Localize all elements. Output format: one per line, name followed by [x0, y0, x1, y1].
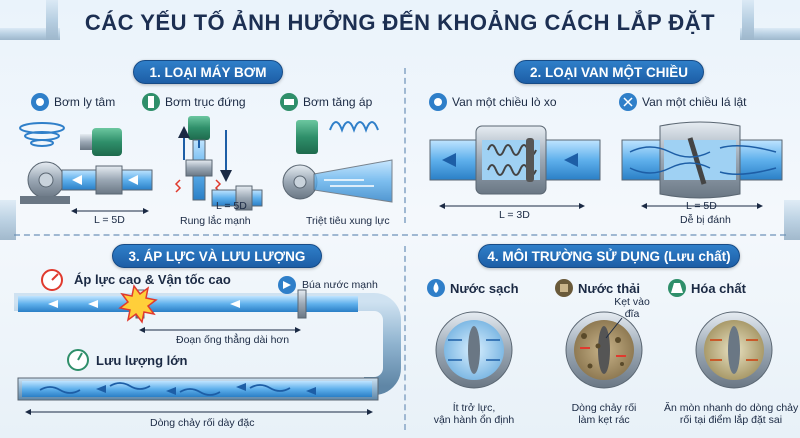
pump-label-vertical: Bơm trục đứng [165, 95, 246, 109]
caption-line: vận hành ổn định [433, 414, 515, 426]
caption-line: làm kẹt rác [578, 414, 630, 426]
caption-line: Ít trở lực, [452, 402, 496, 414]
fluid-label-chemical: Hóa chất [691, 281, 746, 296]
caption-clean: Ít trở lực, vận hành ổn định [428, 402, 520, 426]
dimension-label: L = 5D [94, 214, 125, 226]
note-label: Rung lắc mạnh [180, 215, 251, 227]
callout-stuck: Kẹt vào đĩa [612, 296, 652, 320]
caption-sewage: Dòng chảy rối làm kẹt rác [560, 402, 648, 426]
straight-pipe-label: Đoạn ống thẳng dài hơn [176, 334, 290, 346]
water-hammer-label: Búa nước mạnh [302, 279, 378, 291]
pump-label-centrifugal: Bơm ly tâm [54, 95, 116, 109]
caption-line: rối tại điểm lắp đặt sai [679, 414, 783, 426]
section-header-valve: 2. LOẠI VAN MỘT CHIỀU [514, 60, 704, 84]
callout-line: Kẹt vào [614, 296, 650, 308]
dimension-label: L = 5D [686, 200, 717, 212]
callout-line: đĩa [624, 308, 640, 320]
divider [404, 246, 406, 430]
valve-label-spring: Van một chiều lò xo [452, 95, 557, 109]
fluid-label-sewage: Nước thải [578, 281, 640, 296]
divider [404, 68, 406, 223]
pump-label-booster: Bơm tăng áp [303, 95, 373, 109]
caption-chemical: Ăn mòn nhanh do dòng chảy rối tại điểm l… [664, 402, 798, 426]
section-header-pump: 1. LOẠI MÁY BƠM [133, 60, 283, 84]
section-header-pressure: 3. ÁP LỰC VÀ LƯU LƯỢNG [112, 244, 322, 268]
caption-line: Dòng chảy rối [571, 402, 637, 414]
dimension-label: L = 5D [216, 200, 247, 212]
page-title: CÁC YẾU TỐ ẢNH HƯỞNG ĐẾN KHOẢNG CÁCH LẮP… [84, 10, 716, 35]
note-label: Triệt tiêu xung lực [306, 215, 390, 227]
dimension-label: L = 3D [499, 209, 530, 221]
caption-line: Ăn mòn nhanh do dòng chảy [664, 402, 799, 414]
valve-label-swing: Van một chiều lá lật [642, 95, 747, 109]
turbulent-label: Dòng chảy rối dày đặc [150, 417, 255, 429]
note-label: Dễ bị đánh [680, 214, 731, 226]
section-header-environment: 4. MÔI TRƯỜNG SỬ DỤNG (Lưu chất) [478, 244, 740, 268]
flow-rate-label: Lưu lượng lớn [96, 353, 188, 368]
divider [14, 234, 786, 236]
pressure-high-label: Áp lực cao & Vận tốc cao [74, 272, 231, 287]
fluid-label-clean: Nước sạch [450, 281, 519, 296]
